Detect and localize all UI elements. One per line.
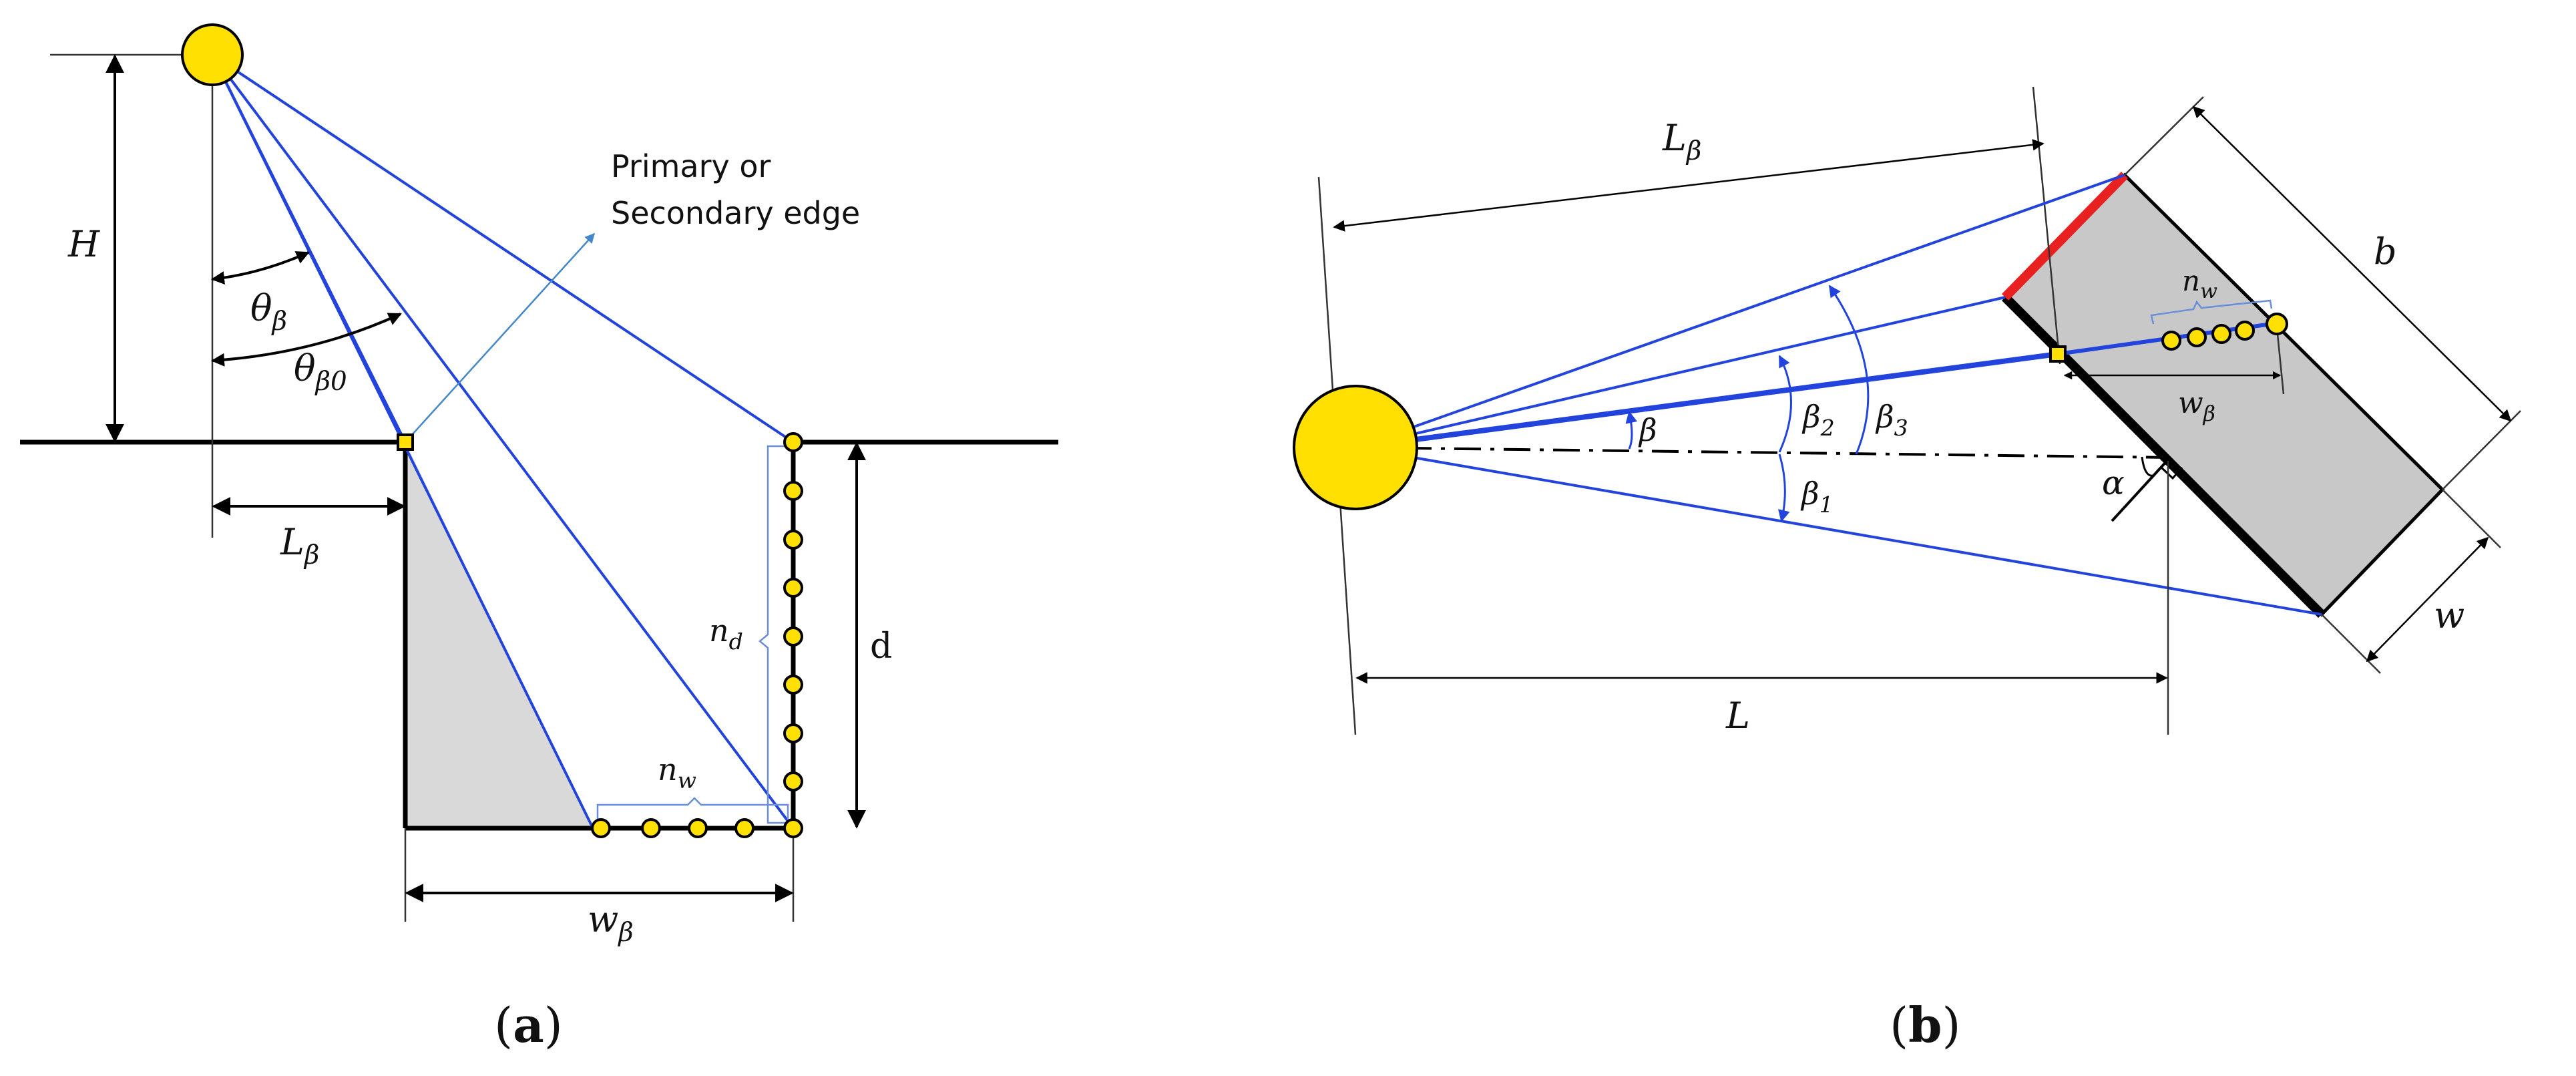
sensor-node	[783, 626, 803, 647]
sensor-node	[641, 818, 661, 838]
theta-beta0-arc	[211, 313, 402, 367]
label-theta-beta: θβ	[250, 287, 287, 337]
ray-bottom-corner	[1355, 446, 2322, 616]
label-alpha: α	[2102, 464, 2125, 502]
edge-pointer-arrow	[405, 232, 596, 443]
wb-ext-right	[2276, 327, 2285, 395]
ray-red-edge-end	[1355, 296, 2006, 449]
caption-a: (a)	[494, 997, 563, 1053]
beta1-arc	[1778, 454, 1790, 522]
panel-a: H Primary or Secondary edge θβ θβ0 Lβ d …	[20, 23, 1058, 1053]
b-dimension-arrow	[2192, 106, 2512, 422]
beta-arc	[1625, 411, 1638, 450]
edge-label-line1: Primary or	[611, 148, 771, 184]
label-beta: β	[1638, 412, 1657, 448]
sensor-node	[2211, 324, 2231, 344]
centerline-b	[1355, 446, 2171, 459]
sensor-node	[783, 818, 803, 838]
sensor-node	[591, 818, 611, 838]
sensor-node	[783, 675, 803, 695]
label-b: b	[2374, 230, 2397, 273]
sensor-node	[783, 432, 803, 452]
edge-marker-a	[397, 433, 414, 451]
nw-brace-b	[2150, 299, 2273, 325]
sun-a	[181, 23, 244, 86]
nw-brace-a	[596, 797, 789, 823]
label-Lb: Lβ	[1662, 117, 1701, 166]
beta2-arc	[1778, 355, 1792, 453]
label-nw-b: nw	[2182, 264, 2217, 303]
alpha-normal-line	[2111, 456, 2171, 522]
edge-marker-b	[2049, 345, 2067, 363]
label-w-b: w	[2434, 594, 2464, 637]
label-nw-a: nw	[658, 751, 696, 793]
label-nd: nd	[709, 612, 743, 655]
sensor-node	[688, 818, 708, 838]
nd-brace	[759, 445, 788, 824]
label-L: L	[1725, 695, 1750, 737]
sensor-node	[2235, 321, 2255, 341]
label-wb: wβ	[2178, 386, 2215, 426]
label-theta-beta0: θβ0	[294, 347, 347, 397]
Lb-dimension-arrow	[1333, 139, 2045, 232]
edge-label-line2: Secondary edge	[611, 195, 860, 231]
sensor-node	[783, 481, 803, 501]
caption-b: (b)	[1890, 997, 1961, 1053]
sensor-node	[783, 578, 803, 598]
label-H: H	[67, 223, 100, 265]
right-angle-mark	[2160, 466, 2183, 480]
sensor-node	[783, 723, 803, 743]
theta-beta-arc	[211, 251, 310, 285]
alpha-arc	[2141, 456, 2154, 477]
w-ext-right	[2442, 489, 2501, 548]
panel-b: Lβ b w β β2 β3 β1 α	[1293, 86, 2521, 1053]
ray-beta	[1355, 351, 2059, 450]
b-ext-top	[2124, 96, 2204, 176]
w-ext-bottom	[2321, 614, 2381, 674]
ray-to-bottom-right	[211, 53, 795, 830]
label-w-beta-a: wβ	[588, 898, 634, 948]
sensor-node	[2161, 331, 2181, 351]
sensor-node	[783, 771, 803, 791]
sensor-node	[2187, 327, 2207, 347]
ray-top-corner	[1355, 174, 2125, 449]
w-dimension-arrow	[2366, 536, 2489, 663]
b-ext-bottom	[2442, 410, 2521, 490]
red-edge-b	[2001, 172, 2129, 301]
label-beta3: β3	[1875, 399, 1908, 441]
label-L-beta: Lβ	[280, 521, 319, 570]
label-beta1: β1	[1800, 476, 1834, 518]
label-d: d	[870, 626, 892, 667]
sun-b	[1293, 385, 1418, 510]
beta3-arc	[1828, 285, 1870, 455]
sensor-node	[734, 818, 755, 838]
sensor-node-end	[2266, 313, 2288, 335]
label-beta2: β2	[1801, 399, 1835, 441]
Lb-ext-right	[2032, 86, 2061, 365]
ray-to-top-right	[211, 53, 795, 443]
sensor-node	[783, 530, 803, 550]
